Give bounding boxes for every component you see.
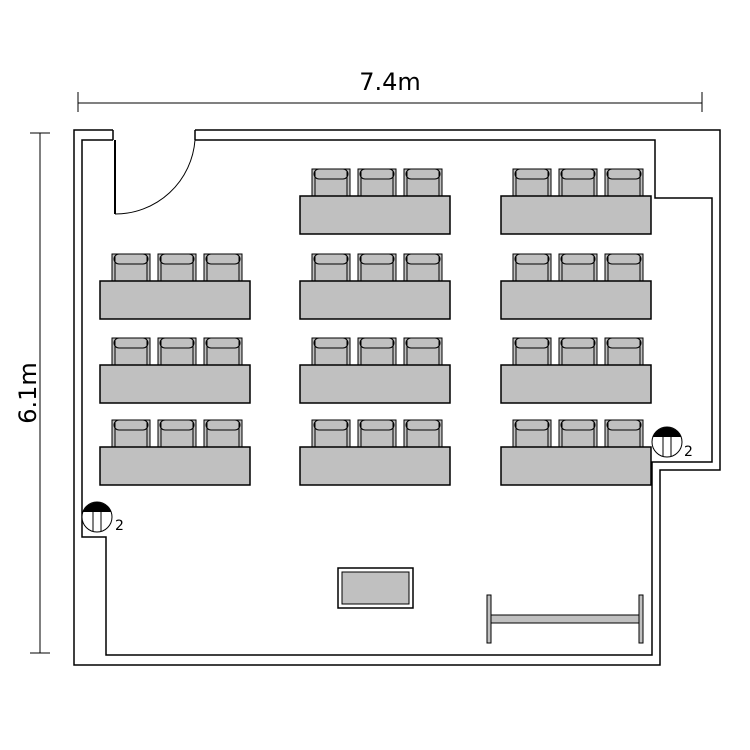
desk [299, 364, 451, 404]
desk-group [299, 168, 451, 235]
desk-group [99, 419, 251, 486]
chair [203, 419, 243, 448]
width-label: 7.4m [359, 68, 421, 96]
chair [403, 253, 443, 282]
desk-grid [99, 168, 652, 486]
desk-group [500, 168, 652, 235]
chair [512, 419, 552, 448]
desk [99, 446, 251, 486]
chair [604, 419, 644, 448]
desk [299, 280, 451, 320]
desk [500, 195, 652, 235]
desk-group [500, 337, 652, 404]
desk [299, 195, 451, 235]
chair [111, 337, 151, 366]
chair [512, 168, 552, 197]
desk [99, 280, 251, 320]
desk-group [500, 419, 652, 486]
chair [558, 253, 598, 282]
desk-group [500, 253, 652, 320]
chair [311, 253, 351, 282]
height-dimension: 6.1m [14, 132, 50, 654]
chair [604, 168, 644, 197]
chair [157, 253, 197, 282]
chair [403, 337, 443, 366]
chair [403, 419, 443, 448]
chair [311, 337, 351, 366]
chair [512, 337, 552, 366]
desk-group [99, 337, 251, 404]
chair [558, 337, 598, 366]
desk [500, 364, 652, 404]
chair [558, 168, 598, 197]
bench [486, 594, 644, 644]
desk-group [99, 253, 251, 320]
chair [111, 419, 151, 448]
chair [111, 253, 151, 282]
desk [299, 446, 451, 486]
chair [157, 337, 197, 366]
desk-group [299, 337, 451, 404]
desk [500, 280, 652, 320]
chair [403, 168, 443, 197]
podium [337, 567, 414, 609]
chair [558, 419, 598, 448]
chair [512, 253, 552, 282]
height-label: 6.1m [14, 362, 42, 424]
desk-group [299, 419, 451, 486]
light-left-label: 2 [115, 518, 124, 534]
light-fixture-left: 2 [81, 501, 124, 534]
chair [311, 168, 351, 197]
light-right-label: 2 [684, 444, 693, 460]
chair [157, 419, 197, 448]
chair [203, 337, 243, 366]
chair [357, 253, 397, 282]
width-dimension: 7.4m [77, 68, 703, 112]
light-fixture-right: 2 [651, 426, 693, 460]
desk [500, 446, 652, 486]
desk-group [299, 253, 451, 320]
chair [604, 253, 644, 282]
chair [357, 419, 397, 448]
chair [604, 337, 644, 366]
chair [357, 168, 397, 197]
chair [357, 337, 397, 366]
door[interactable] [114, 139, 196, 215]
chair [311, 419, 351, 448]
desk [99, 364, 251, 404]
walls [73, 129, 721, 666]
chair [203, 253, 243, 282]
